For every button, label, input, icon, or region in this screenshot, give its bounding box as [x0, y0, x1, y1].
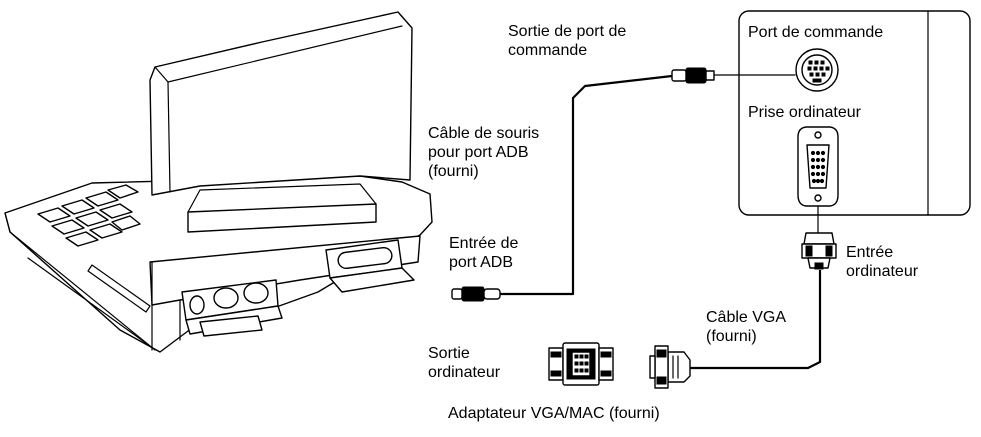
mouse-cable-label: Câble de souris pour port ADB (fourni) — [428, 125, 540, 180]
computer-input-plug-icon — [801, 232, 837, 270]
laptop-left-ports — [181, 279, 283, 335]
laptop-right-port — [325, 239, 415, 293]
control-port-plug-icon — [671, 67, 715, 84]
control-port-output-label: Sortie de port de commande — [508, 23, 627, 59]
vga-cable-plug-icon — [649, 345, 691, 389]
vga-mac-adapter-icon — [548, 342, 614, 386]
projector-panel-frame — [738, 10, 971, 216]
mouse-cable — [451, 67, 796, 302]
adb-input-plug-icon — [451, 286, 501, 302]
computer-output-label: Sortie ordinateur — [428, 345, 501, 381]
vga-mac-adapter-label: Adaptateur VGA/MAC (fourni) — [448, 405, 660, 422]
control-port-label: Port de commande — [748, 24, 884, 41]
projector-panel — [738, 10, 971, 216]
computer-socket-label: Prise ordinateur — [748, 104, 861, 121]
computer-socket-icon — [797, 126, 839, 207]
vga-cable — [649, 205, 837, 389]
computer-input-label: Entrée ordinateur — [846, 244, 919, 280]
control-port-icon — [795, 48, 839, 92]
laptop-illustration — [4, 11, 433, 353]
vga-cable-label: Câble VGA (fourni) — [706, 309, 787, 345]
adb-input-label: Entrée de port ADB — [449, 235, 519, 271]
keyboard-keys-icon — [37, 184, 141, 247]
